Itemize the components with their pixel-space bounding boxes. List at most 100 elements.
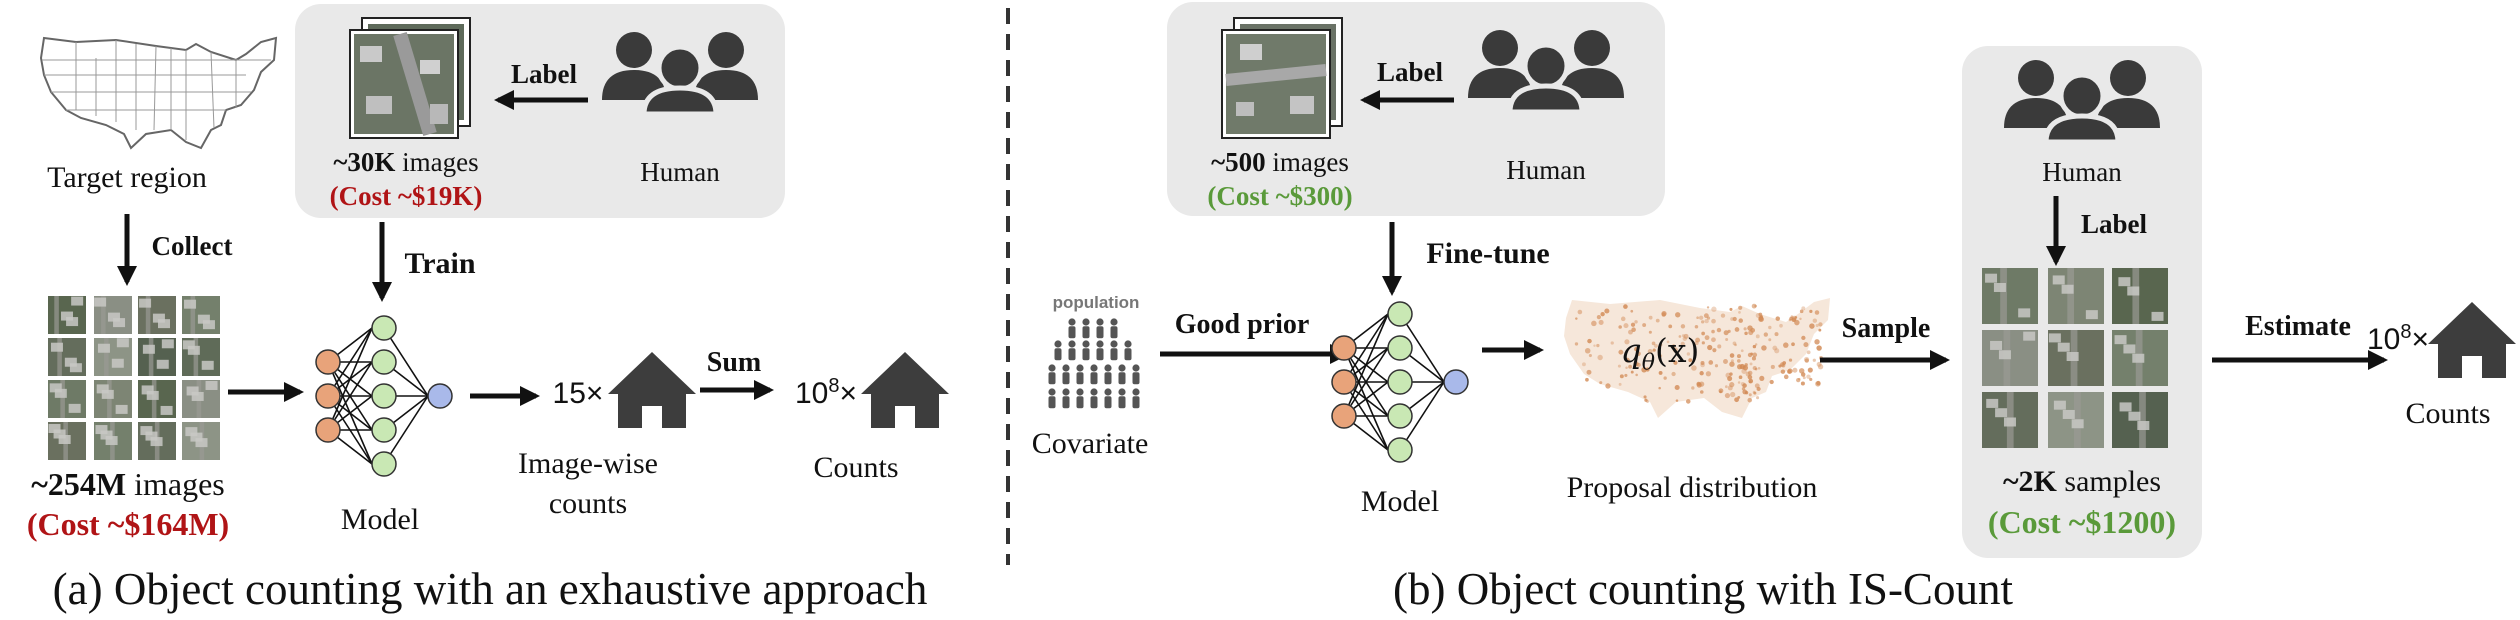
- proposal-formula: qθ(x): [1620, 331, 1700, 375]
- satellite-tile: [2112, 268, 2168, 324]
- satellite-tile: [94, 380, 132, 418]
- all-images-cost: (Cost ~$164M): [26, 506, 230, 542]
- collect-label: Collect: [151, 231, 233, 261]
- estimate-label: Estimate: [2245, 311, 2351, 342]
- hidden-node: [371, 383, 397, 409]
- total-count: 108×: [2367, 322, 2429, 356]
- hidden-node: [371, 417, 397, 443]
- sampled-image-grid: [1982, 268, 2168, 448]
- hidden-node: [1387, 301, 1413, 327]
- human-group-icon: [1468, 30, 1624, 112]
- input-node: [1331, 335, 1357, 361]
- human-group-icon: [2004, 60, 2160, 142]
- caption-a: (a) Object counting with an exhaustive a…: [52, 564, 928, 614]
- input-node: [315, 417, 341, 443]
- model-label: Model: [340, 503, 420, 536]
- satellite-tile: [2048, 268, 2104, 324]
- human-group-icon: [602, 32, 758, 114]
- train-images-count: ~30K images: [333, 148, 478, 176]
- image-count-prefix: 15×: [552, 377, 604, 410]
- counts-label: Counts: [813, 451, 899, 484]
- label-arrow-label: Label: [1376, 57, 1444, 87]
- satellite-tile: [1982, 268, 2038, 324]
- hidden-node: [1387, 437, 1413, 463]
- hidden-node: [371, 451, 397, 477]
- satellite-tile: [48, 380, 86, 418]
- satellite-image-grid: [48, 296, 220, 460]
- hidden-node: [371, 349, 397, 375]
- input-node: [315, 349, 341, 375]
- model-network-icon: [315, 315, 453, 477]
- satellite-tile: [1982, 392, 2038, 448]
- satellite-tile: [48, 338, 86, 376]
- target-region-label: Target region: [47, 161, 207, 194]
- input-node: [315, 383, 341, 409]
- finetune-label: Fine-tune: [1426, 237, 1550, 270]
- train-images-rest: images: [1265, 147, 1349, 177]
- satellite-tile: [94, 422, 132, 460]
- human-label: Human: [640, 157, 720, 187]
- satellite-tile: [138, 296, 176, 334]
- label-arrow-label: Label: [510, 59, 578, 89]
- train-cost: (Cost ~$300): [1207, 181, 1353, 211]
- total-count: 108×: [795, 376, 857, 410]
- image-wise-counts-line2: counts: [548, 487, 628, 520]
- total-times: ×: [839, 377, 858, 410]
- train-images-bold: ~30K: [333, 147, 396, 177]
- proposal-distribution-label: Proposal distribution: [1566, 471, 1818, 504]
- hidden-node: [371, 315, 397, 341]
- satellite-tile: [138, 338, 176, 376]
- training-image-stack: [349, 17, 471, 139]
- satellite-tile: [48, 296, 86, 334]
- sum-label: Sum: [706, 347, 762, 378]
- house-icon: [2428, 302, 2516, 378]
- input-node: [1331, 403, 1357, 429]
- total-exponent: 8: [828, 375, 840, 397]
- all-images-count: ~254M images: [31, 466, 224, 502]
- satellite-tile: [182, 296, 220, 334]
- satellite-tile: [2112, 330, 2168, 386]
- output-node: [427, 383, 453, 409]
- satellite-tile: [138, 380, 176, 418]
- human-label-2: Human: [2042, 157, 2122, 187]
- caption-b: (b) Object counting with IS-Count: [1393, 564, 2013, 614]
- satellite-tile: [2112, 392, 2168, 448]
- satellite-tile: [48, 422, 86, 460]
- train-images-count: ~500 images: [1211, 148, 1349, 176]
- human-label: Human: [1506, 155, 1586, 185]
- total-exponent: 8: [2400, 321, 2412, 343]
- satellite-tile: [94, 338, 132, 376]
- total-base: 10: [2366, 323, 2401, 356]
- train-images-rest: images: [395, 147, 479, 177]
- house-icon: [608, 352, 696, 428]
- hidden-node: [1387, 369, 1413, 395]
- output-node: [1443, 369, 1469, 395]
- input-node: [1331, 369, 1357, 395]
- train-images-bold: ~500: [1211, 147, 1266, 177]
- all-images-bold: ~254M: [31, 466, 127, 502]
- hidden-node: [1387, 403, 1413, 429]
- label-arrow-label-2: Label: [2080, 209, 2148, 239]
- samples-count: ~2K samples: [2003, 466, 2161, 498]
- population-icon: [1048, 318, 1140, 409]
- total-base: 10: [794, 377, 829, 410]
- samples-rest: samples: [2056, 465, 2162, 498]
- formula-x: (x): [1655, 331, 1700, 370]
- model-network-icon: [1331, 301, 1469, 463]
- samples-bold: ~2K: [2002, 465, 2057, 498]
- satellite-tile: [182, 338, 220, 376]
- counts-label: Counts: [2405, 397, 2491, 430]
- satellite-tile: [2048, 330, 2104, 386]
- covariate-label: Covariate: [1031, 427, 1149, 460]
- satellite-tile: [182, 380, 220, 418]
- train-label: Train: [404, 247, 476, 280]
- satellite-tile: [2048, 392, 2104, 448]
- satellite-tile: [138, 422, 176, 460]
- image-wise-counts-line1: Image-wise: [518, 447, 658, 480]
- model-label: Model: [1360, 485, 1440, 518]
- training-image-stack: [1221, 17, 1343, 139]
- formula-q: q: [1620, 331, 1642, 370]
- us-map-outline: [39, 36, 278, 150]
- sample-label: Sample: [1841, 313, 1931, 344]
